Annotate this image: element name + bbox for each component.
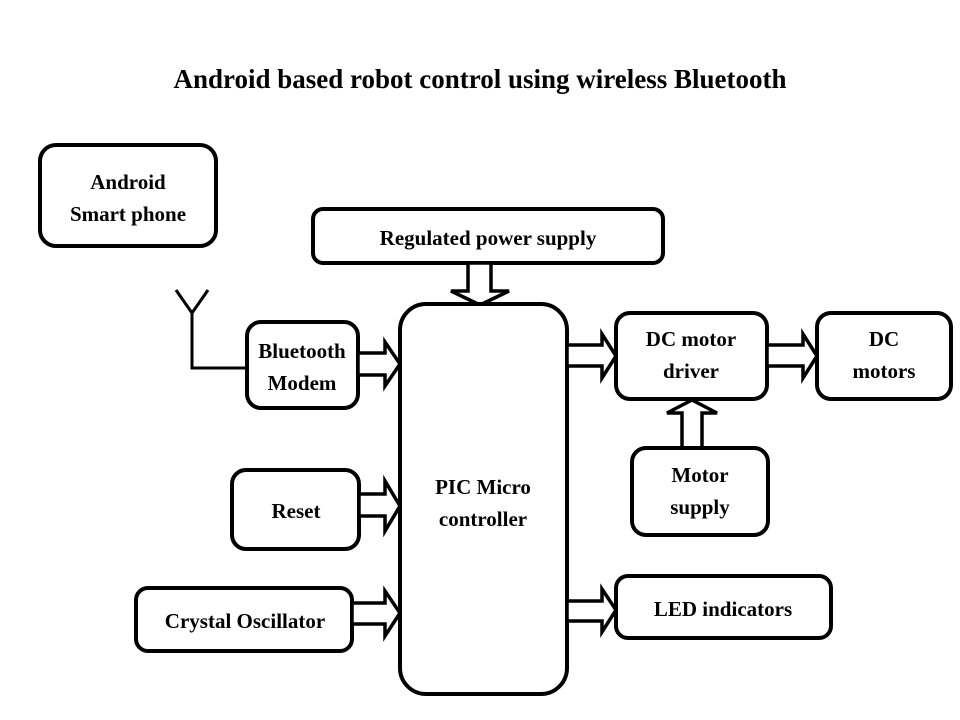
arrow-pic-to-led	[565, 583, 619, 639]
block-reset: Reset	[230, 468, 361, 551]
block-motor-supply: Motor supply	[630, 446, 770, 537]
block-led-indicators: LED indicators	[614, 574, 833, 640]
block-android-box	[38, 143, 218, 248]
block-reset-label: Reset	[272, 499, 321, 523]
block-pic-label-1: PIC Micro	[435, 475, 531, 499]
block-motor-supply-label-2: supply	[670, 495, 730, 519]
block-bluetooth-label-1: Bluetooth	[258, 339, 346, 363]
block-pic-box	[398, 302, 569, 696]
block-dc-motors-box	[815, 311, 953, 401]
block-motor-supply-label-1: Motor	[671, 463, 728, 487]
block-dc-motors-label-1: DC	[869, 327, 899, 351]
block-regulated-power-supply: Regulated power supply	[311, 207, 665, 265]
arrow-crystal-to-pic	[350, 585, 403, 642]
block-motor-supply-box	[630, 446, 770, 537]
arrow-motor-supply-to-driver	[666, 398, 718, 450]
block-android-smartphone: Android Smart phone	[38, 143, 218, 248]
arrow-power-to-pic	[450, 261, 510, 307]
block-pic-label-2: controller	[439, 507, 527, 531]
diagram-title: Android based robot control using wirele…	[173, 64, 786, 94]
block-led-label: LED indicators	[654, 597, 792, 621]
block-bluetooth-modem: Bluetooth Modem	[245, 320, 360, 410]
block-motor-driver-label-1: DC motor	[646, 327, 736, 351]
block-motor-driver-label-2: driver	[663, 359, 719, 383]
arrow-pic-to-motor-driver	[565, 327, 619, 385]
block-bluetooth-label-2: Modem	[268, 371, 337, 395]
block-dc-motors: DC motors	[815, 311, 953, 401]
block-dc-motors-label-2: motors	[853, 359, 916, 383]
block-crystal-label: Crystal Oscillator	[165, 609, 325, 633]
block-android-label-2: Smart phone	[70, 202, 186, 226]
block-motor-driver-box	[614, 311, 769, 401]
block-power-label: Regulated power supply	[380, 226, 597, 250]
block-crystal-oscillator: Crystal Oscillator	[134, 586, 354, 653]
block-pic-microcontroller: PIC Micro controller	[398, 302, 569, 696]
arrow-motor-driver-to-dc-motors	[765, 327, 820, 385]
arrow-reset-to-pic	[357, 474, 403, 538]
arrow-bluetooth-to-pic	[356, 336, 403, 392]
block-android-label-1: Android	[90, 170, 166, 194]
block-bluetooth-box	[245, 320, 360, 410]
block-led-box	[614, 574, 833, 640]
antenna-icon	[174, 289, 250, 370]
block-dc-motor-driver: DC motor driver	[614, 311, 769, 401]
